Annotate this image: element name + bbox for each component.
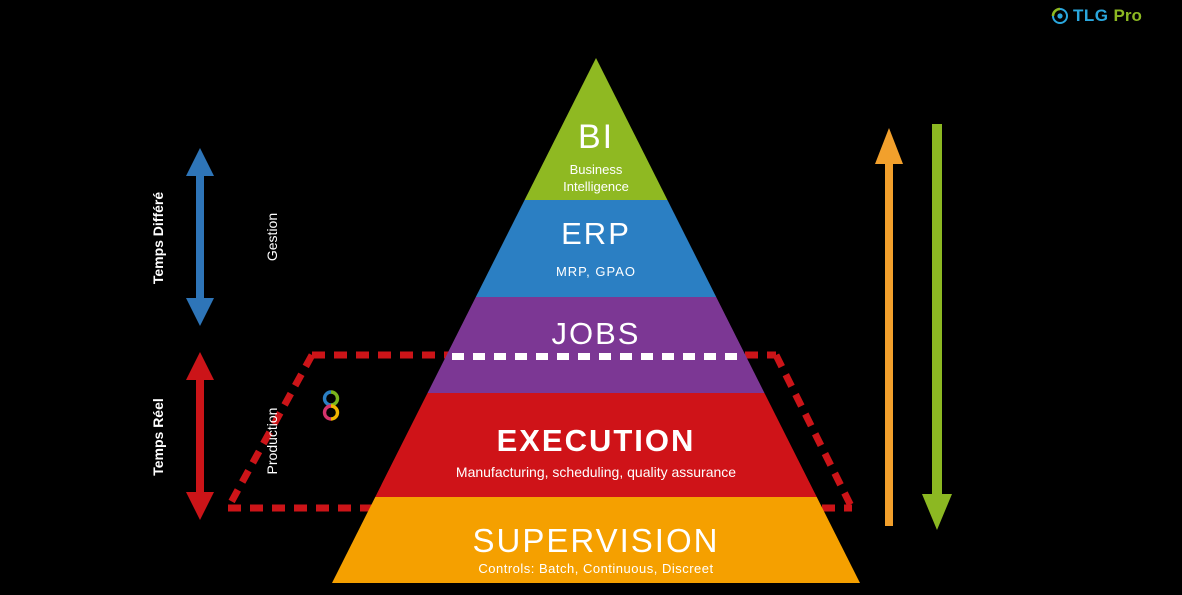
temps-differe-double-arrow-icon (186, 148, 214, 326)
temps-differe-label: Temps Différé (150, 191, 166, 285)
brand-logo: TLG Pro (1050, 6, 1142, 26)
brand-name: TLG (1073, 6, 1109, 25)
loop-logo-icon (322, 390, 340, 421)
temps-reel-double-arrow-icon (186, 352, 214, 520)
execution-title: EXECUTION (496, 423, 696, 458)
supervision-subtitle: Controls: Batch, Continuous, Discreet (478, 561, 714, 576)
gestion-label: Gestion (264, 212, 280, 262)
bi-subtitle: Business Intelligence (563, 162, 629, 194)
ring-logo-icon (1051, 7, 1068, 24)
bi-title: BI (577, 118, 615, 156)
erp-title: ERP (561, 216, 631, 251)
supervision-title: SUPERVISION (472, 522, 720, 559)
down-arrow-icon (922, 124, 952, 530)
pyramid-level-execution (332, 393, 860, 497)
execution-subtitle: Manufacturing, scheduling, quality assur… (455, 464, 737, 480)
production-label: Production (264, 407, 280, 475)
brand-suffix: Pro (1113, 6, 1142, 25)
temps-reel-label: Temps Réel (150, 398, 166, 476)
jobs-title: JOBS (551, 316, 641, 351)
up-arrow-icon (875, 128, 903, 526)
jobs-dashed-divider-line (452, 353, 744, 360)
erp-subtitle: MRP, GPAO (555, 264, 637, 279)
pyramid-level-supervision (332, 497, 860, 583)
